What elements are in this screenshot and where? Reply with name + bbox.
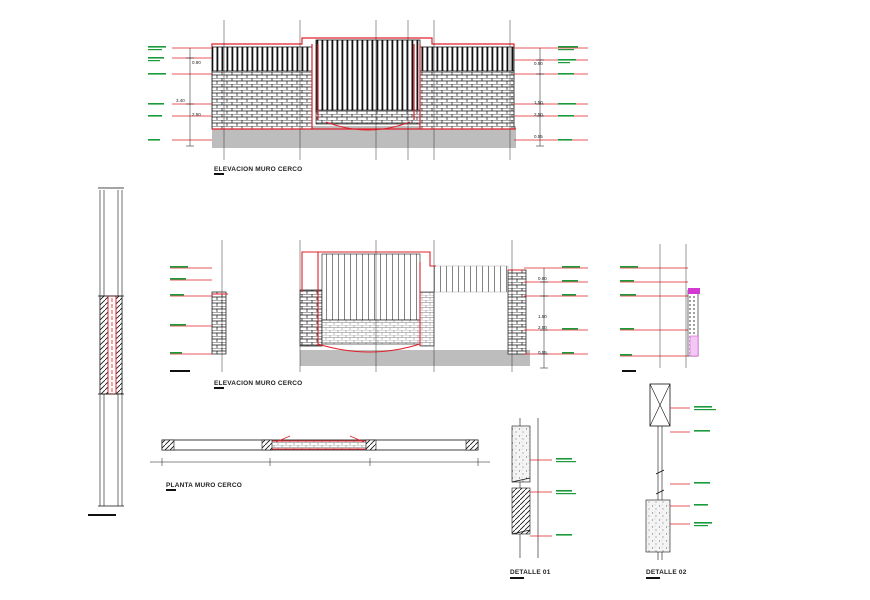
detail-02-title: DETALLE 02 xyxy=(646,569,687,576)
dim-e2-right-4: 0.55 xyxy=(538,350,547,355)
elevation-2: 0.90 1.50 2.50 0.55 ELEVACION MURO CERCO xyxy=(170,240,588,389)
elevation-1-notes-right xyxy=(558,46,578,141)
elevation-1-title: ELEVACION MURO CERCO xyxy=(214,166,302,173)
plan-view: PLANTA MURO CERCO xyxy=(150,435,490,491)
dim-e1-right-4: 0.55 xyxy=(534,134,543,139)
dim-e1-left-2: 3.40 xyxy=(176,98,185,103)
dim-e2-right-3: 2.50 xyxy=(538,325,547,330)
dim-e1-left-1: 0.90 xyxy=(192,60,201,65)
dim-e1-left-3: 2.50 xyxy=(192,112,201,117)
dim-e1-right-3: 2.50 xyxy=(534,112,543,117)
dim-e2-right-1: 0.90 xyxy=(538,276,547,281)
vertical-wall-section xyxy=(88,187,124,516)
plan-title: PLANTA MURO CERCO xyxy=(166,482,242,489)
dim-e1-right-1: 0.90 xyxy=(534,61,543,66)
side-elevation xyxy=(620,244,700,372)
dim-e2-right-2: 1.50 xyxy=(538,314,547,319)
dim-e1-right-2: 1.50 xyxy=(534,100,543,105)
elevation-1: 0.90 3.40 2.50 0.90 1.50 2.50 0.55 ELEVA… xyxy=(148,20,588,175)
detail-01: DETALLE 01 xyxy=(510,418,576,579)
elevation-2-title: ELEVACION MURO CERCO xyxy=(214,380,302,387)
elevation-2-notes xyxy=(170,266,580,354)
detail-02: DETALLE 02 xyxy=(645,383,716,579)
detail-01-title: DETALLE 01 xyxy=(510,569,551,576)
elevation-1-notes-left xyxy=(148,46,166,141)
